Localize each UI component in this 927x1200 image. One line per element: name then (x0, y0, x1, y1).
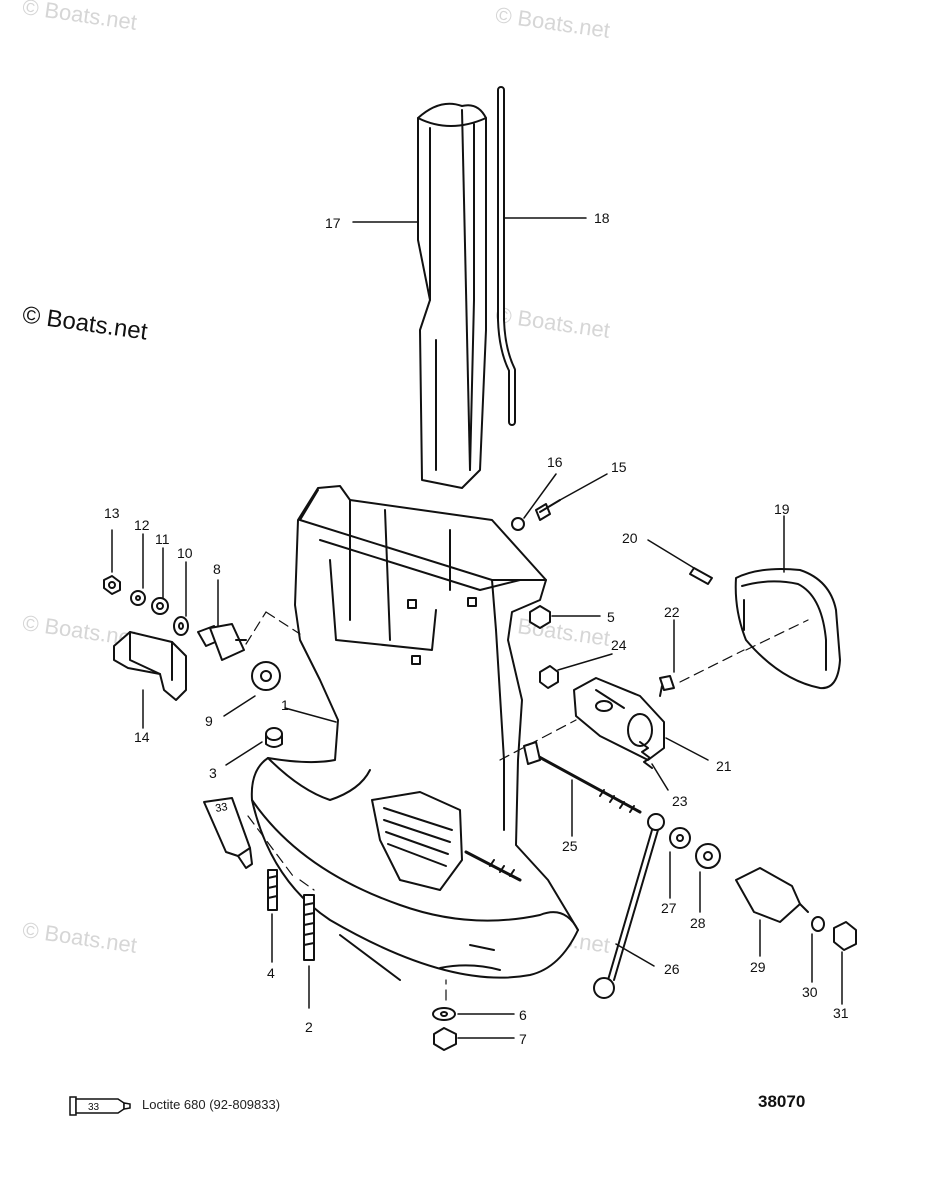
legend-text: Loctite 680 (92-809833) (142, 1097, 281, 1112)
callout-31: 31 (833, 1005, 849, 1021)
part-tube-label: 33 (214, 801, 228, 815)
callout-14: 14 (134, 729, 150, 745)
callout-17: 17 (325, 215, 341, 231)
callout-10: 10 (177, 545, 193, 561)
callout-23: 23 (672, 793, 688, 809)
nut-31-part (833, 921, 857, 951)
washer-11-part (151, 597, 169, 615)
washer-27-part (669, 827, 691, 849)
callout-28: 28 (690, 915, 706, 931)
sealant-tube-part (203, 797, 253, 869)
nut-5-part (529, 605, 551, 629)
fitting-part (197, 623, 247, 661)
nut-24-part (539, 665, 559, 689)
callout-8: 8 (213, 561, 221, 577)
callout-25: 25 (562, 838, 578, 854)
callout-27: 27 (661, 900, 677, 916)
figure-number: 38070 (758, 1092, 806, 1111)
callout-30: 30 (802, 984, 818, 1000)
callout-2: 2 (305, 1019, 313, 1035)
washer-16-part (511, 517, 525, 531)
washer-28-part (695, 843, 721, 869)
callout-12: 12 (134, 517, 150, 533)
callout-7: 7 (519, 1031, 527, 1047)
long-bolt-part (523, 741, 642, 814)
rubber-mount-part (735, 867, 809, 923)
callout-29: 29 (750, 959, 766, 975)
washer-12-part (130, 590, 146, 606)
bolt-22-part (659, 675, 675, 697)
washer-6-part (432, 1007, 456, 1021)
leader-lines (111, 217, 843, 1039)
long-stud-part (303, 894, 315, 961)
screw-20-part (689, 567, 713, 585)
water-tube-part (497, 86, 516, 426)
plug-part (265, 727, 283, 748)
callout-11: 11 (155, 531, 170, 547)
callout-16: 16 (547, 454, 563, 470)
callout-18: 18 (594, 210, 610, 226)
callout-3: 3 (209, 765, 217, 781)
callout-22: 22 (664, 604, 680, 620)
callout-9: 9 (205, 713, 213, 729)
callout-4: 4 (267, 965, 275, 981)
svg-text:33: 33 (88, 1102, 100, 1113)
nut-7-part (433, 1027, 457, 1051)
callout-19: 19 (774, 501, 790, 517)
washer-10-part (173, 616, 189, 636)
housing-stud-part (464, 850, 522, 882)
callout-6: 6 (519, 1007, 527, 1023)
callout-1: 1 (281, 697, 289, 713)
washer-30-part (811, 916, 825, 932)
callout-5: 5 (607, 609, 615, 625)
cover-part (734, 568, 841, 690)
callout-26: 26 (664, 961, 680, 977)
exhaust-tube-part (417, 102, 487, 489)
callout-15: 15 (611, 459, 627, 475)
legend-tube-icon: 33 (69, 1096, 131, 1116)
spring-part (639, 741, 653, 769)
driveshaft-housing-part (250, 485, 579, 981)
callout-13: 13 (104, 505, 120, 521)
ground-strap-part (593, 813, 665, 999)
grommet-part (251, 661, 281, 691)
callout-20: 20 (622, 530, 638, 546)
short-stud-part (267, 869, 278, 911)
assembly-dashes (245, 611, 809, 1001)
callout-21: 21 (716, 758, 732, 774)
screw-15-part (535, 499, 561, 521)
callout-24: 24 (611, 637, 627, 653)
bracket-part (113, 631, 187, 701)
mount-bracket-part (573, 677, 665, 761)
nut-13-part (103, 575, 121, 595)
